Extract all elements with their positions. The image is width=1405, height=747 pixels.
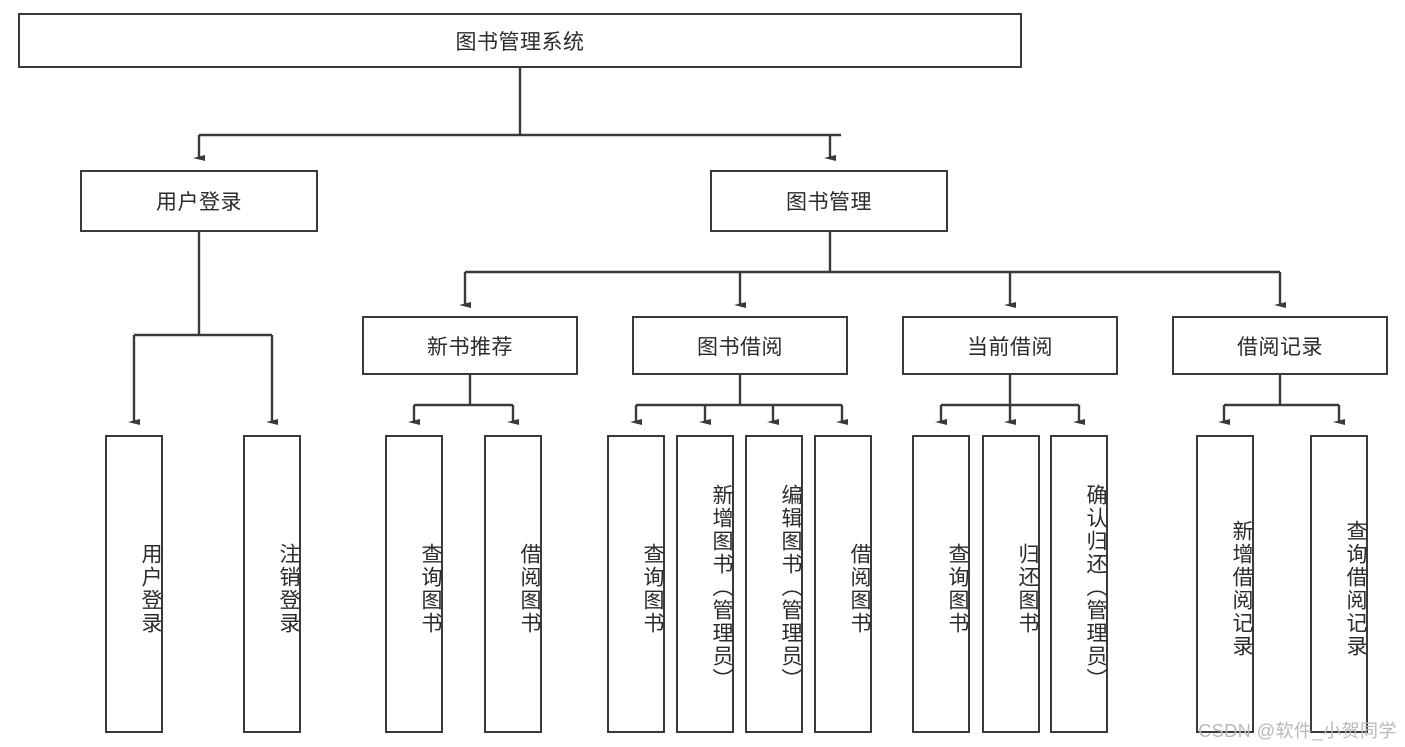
node-label: 查询图书 [641, 543, 664, 635]
node-label: 借阅记录 [1237, 335, 1323, 359]
node-label: 借阅图书 [518, 543, 541, 635]
node-new-book-recommend[interactable]: 新书推荐 [362, 316, 578, 375]
node-label: 新书推荐 [427, 335, 513, 359]
leaf-borrow-record-add[interactable]: 新增借阅记录 [1196, 435, 1254, 733]
node-label: 当前借阅 [967, 335, 1053, 359]
node-label: 新增图书（管理员） [710, 483, 733, 691]
node-label: 归还图书 [1016, 543, 1039, 635]
leaf-new-book-borrow[interactable]: 借阅图书 [484, 435, 542, 733]
node-label: 图书管理 [786, 191, 872, 214]
node-label: 借阅图书 [848, 543, 871, 635]
leaf-current-borrow-confirm-return[interactable]: 确认归还（管理员） [1050, 435, 1108, 733]
watermark: CSDN @软件_小贺同学 [1198, 721, 1397, 741]
node-label: 确认归还（管理员） [1084, 483, 1107, 691]
node-current-borrow[interactable]: 当前借阅 [902, 316, 1118, 375]
node-root-system[interactable]: 图书管理系统 [18, 13, 1022, 68]
node-label: 查询图书 [419, 543, 442, 635]
node-label: 图书借阅 [697, 335, 783, 359]
node-label: 编辑图书（管理员） [779, 483, 802, 691]
leaf-borrow-record-query[interactable]: 查询借阅记录 [1310, 435, 1368, 733]
leaf-book-borrow-query[interactable]: 查询图书 [607, 435, 665, 733]
node-book-borrow[interactable]: 图书借阅 [632, 316, 848, 375]
node-user-login[interactable]: 用户登录 [80, 170, 318, 232]
node-label: 用户登录 [139, 543, 162, 635]
node-book-management[interactable]: 图书管理 [710, 170, 948, 232]
leaf-book-borrow-borrow[interactable]: 借阅图书 [814, 435, 872, 733]
leaf-book-borrow-add[interactable]: 新增图书（管理员） [676, 435, 734, 733]
node-borrow-record[interactable]: 借阅记录 [1172, 316, 1388, 375]
leaf-current-borrow-return[interactable]: 归还图书 [982, 435, 1040, 733]
leaf-current-borrow-query[interactable]: 查询图书 [912, 435, 970, 733]
node-label: 查询图书 [946, 543, 969, 635]
leaf-new-book-query[interactable]: 查询图书 [385, 435, 443, 733]
node-label: 新增借阅记录 [1230, 520, 1253, 658]
leaf-user-login-signin[interactable]: 用户登录 [105, 435, 163, 733]
node-label: 用户登录 [156, 191, 242, 214]
leaf-book-borrow-edit[interactable]: 编辑图书（管理员） [745, 435, 803, 733]
leaf-user-login-signout[interactable]: 注销登录 [243, 435, 301, 733]
node-label: 查询借阅记录 [1344, 520, 1367, 658]
node-label: 图书管理系统 [455, 30, 585, 54]
node-label: 注销登录 [277, 543, 300, 635]
